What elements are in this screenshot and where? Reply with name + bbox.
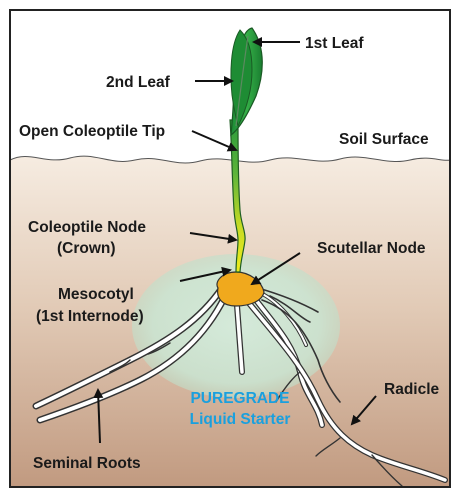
label-1st-leaf: 1st Leaf [305,35,364,52]
label-radicle: Radicle [384,381,440,398]
label-mesocotyl: Mesocotyl [58,286,134,303]
label-open-coleoptile-tip: Open Coleoptile Tip [19,123,165,140]
label-seminal-roots: Seminal Roots [33,455,141,472]
arrow-coleoptile-tip [192,131,236,150]
label-puregrade: PUREGRADE [190,390,289,407]
label-coleoptile-node: Coleoptile Node [28,219,146,236]
label-2nd-leaf: 2nd Leaf [106,74,171,91]
label-1st-internode: (1st Internode) [36,308,144,325]
label-crown: (Crown) [57,240,116,257]
label-soil-surface: Soil Surface [339,131,429,148]
label-liquid-starter: Liquid Starter [190,411,291,428]
label-scutellar-node: Scutellar Node [317,240,426,257]
